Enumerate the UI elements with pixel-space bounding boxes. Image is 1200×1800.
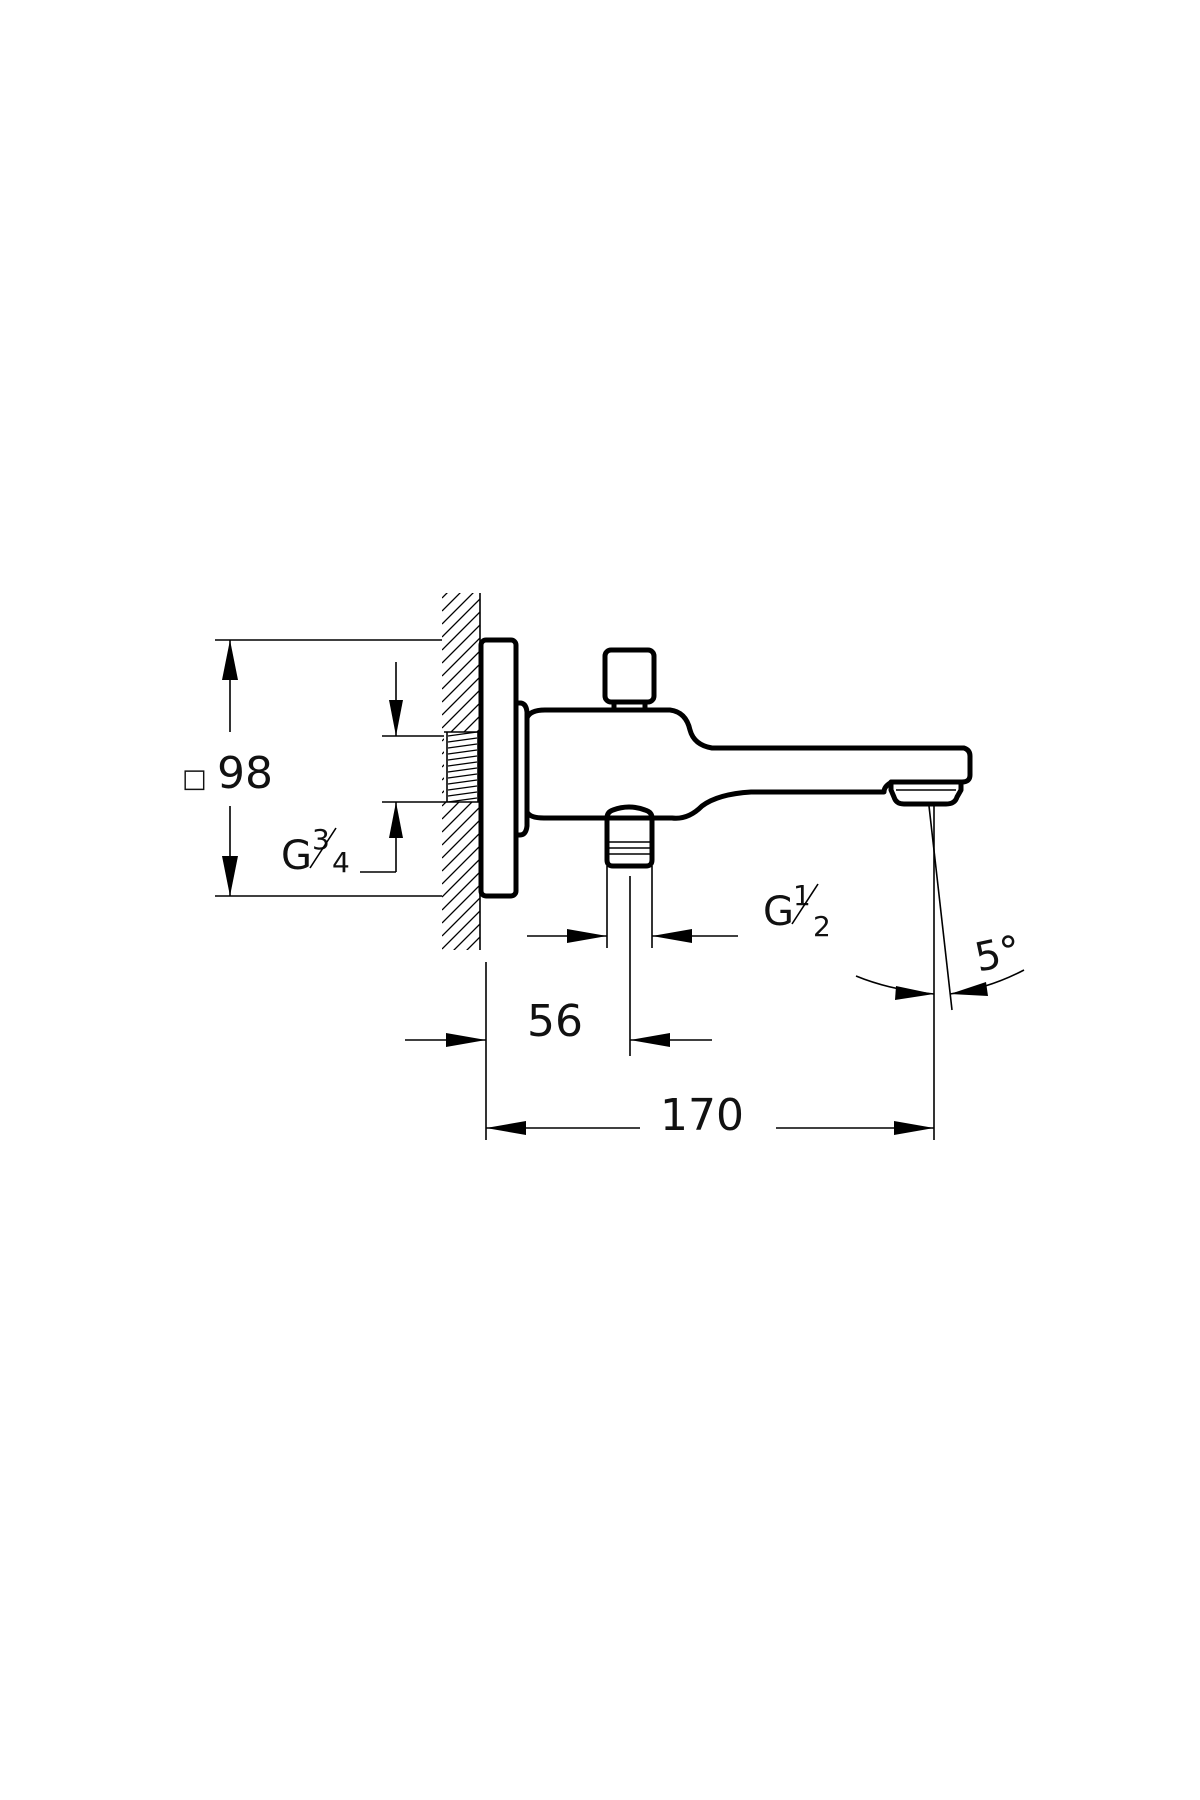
- hatch-line: [442, 989, 480, 1027]
- thread-line: [448, 804, 477, 808]
- inlet-thread-prefix: G: [281, 833, 312, 879]
- outlet-thread-fraction-bar: [791, 883, 819, 925]
- hatch-line: [442, 593, 448, 599]
- hatch-line: [466, 936, 480, 950]
- inlet-thread-numerator: 3: [312, 823, 330, 856]
- hatch-line: [442, 884, 480, 924]
- outlet-connector: [604, 804, 655, 869]
- dimension-label-56: 56: [527, 996, 583, 1047]
- hatch-line: [442, 624, 480, 664]
- hatch-line: [442, 611, 480, 651]
- dimension-rosette-98: □ 98: [182, 639, 442, 897]
- hatch-line: [442, 637, 480, 677]
- thread-line: [447, 761, 478, 767]
- hatch-line: [442, 806, 480, 846]
- thread-line: [447, 773, 478, 779]
- outlet-thread-numerator: 1: [793, 879, 811, 912]
- hatch-line: [442, 593, 474, 625]
- thread-line: [447, 767, 478, 773]
- outlet-thread-denominator: 2: [813, 910, 831, 943]
- hatch-line: [453, 923, 480, 950]
- hatch-line: [442, 845, 480, 885]
- hatch-line: [442, 676, 480, 716]
- thread-line: [447, 779, 478, 785]
- square-symbol: □: [182, 764, 207, 794]
- arrow-up: [222, 640, 238, 680]
- thread-line: [447, 732, 478, 737]
- angled-outlet-axis: [928, 805, 953, 1011]
- arrow-down: [222, 856, 238, 896]
- thread-line: [447, 791, 478, 797]
- hatch-line: [442, 963, 480, 1001]
- diverter-knob: [602, 647, 657, 713]
- dimension-label-5deg: 5°: [971, 927, 1025, 981]
- dimension-outlet-thread: G 1 2: [527, 866, 831, 948]
- thread-line: [447, 749, 478, 755]
- hatch-line: [442, 663, 480, 703]
- dimension-angle-5deg: 5°: [855, 805, 1025, 1011]
- hatch-line: [442, 976, 480, 1014]
- dimension-diverter-56: 56: [405, 876, 712, 1056]
- hatch-line: [442, 832, 480, 872]
- hatch-line: [442, 871, 480, 911]
- hatch-line: [442, 689, 480, 729]
- thread-line: [447, 797, 478, 802]
- thread-line: [448, 726, 477, 730]
- spout-body: [524, 707, 973, 821]
- dimension-projection-170: 170: [485, 806, 935, 1141]
- hatch-line: [442, 910, 480, 950]
- hatch-line: [442, 858, 480, 898]
- inlet-pipe: [444, 726, 480, 808]
- hatch-line: [442, 598, 480, 638]
- dimension-label-98: 98: [217, 748, 273, 799]
- hatch-line: [479, 949, 480, 950]
- dimension-inlet-thread: G 3 4: [281, 662, 444, 879]
- rosette-plate: [478, 637, 530, 899]
- dimension-label-170: 170: [660, 1090, 744, 1141]
- thread-line: [447, 737, 478, 743]
- outlet-thread-prefix: G: [763, 889, 794, 935]
- thread-line: [447, 785, 478, 791]
- hatch-line: [442, 897, 480, 937]
- hatch-line: [442, 650, 480, 690]
- inlet-thread-fraction-bar: [309, 827, 337, 869]
- thread-line: [447, 755, 478, 761]
- hatch-line: [442, 819, 480, 859]
- hatch-line: [442, 593, 461, 612]
- inlet-thread-denominator: 4: [332, 846, 350, 879]
- thread-line: [447, 743, 478, 749]
